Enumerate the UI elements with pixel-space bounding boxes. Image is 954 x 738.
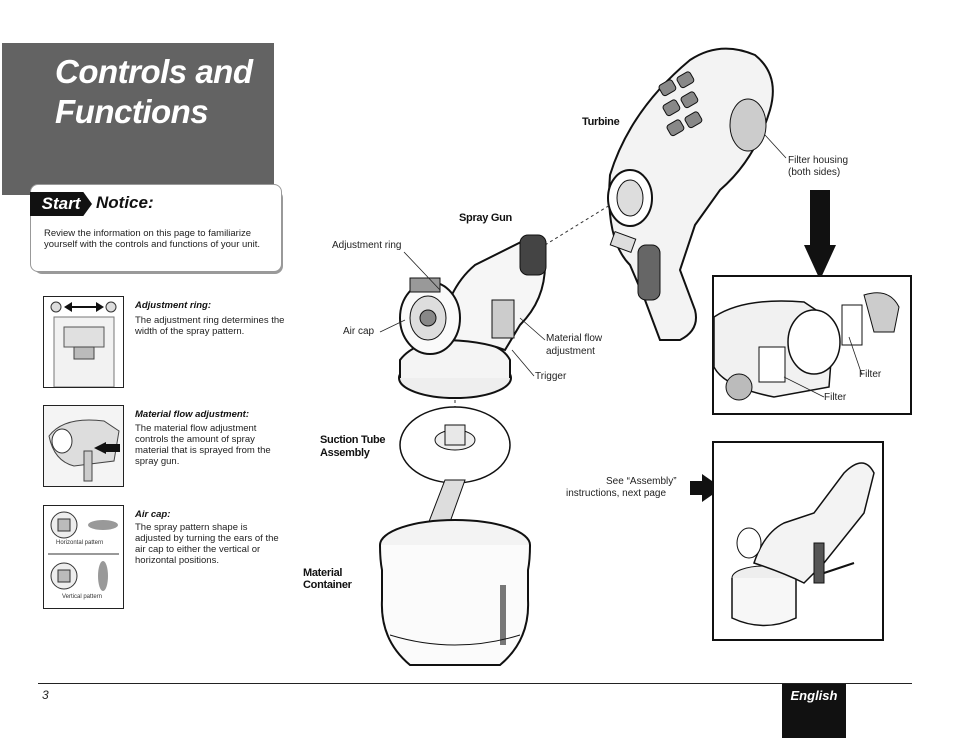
turbine-label: Turbine <box>582 116 620 128</box>
adjustment-ring-thumbnail <box>43 296 124 388</box>
air-cap-label: Air cap <box>343 326 375 337</box>
material-flow-title: Material flow adjustment: <box>135 409 250 420</box>
page-number: 3 <box>42 688 49 702</box>
filter-label-a: Filter <box>859 369 882 380</box>
filter-housing-label-line-1: Filter housing <box>788 155 849 166</box>
air-cap-thumbnail <box>43 505 124 609</box>
assembly-inset <box>712 441 884 641</box>
vertical-pattern-caption: Vertical pattern <box>62 594 103 600</box>
language-tab: English <box>782 684 846 738</box>
adjustment-ring-title: Adjustment ring: <box>135 300 211 311</box>
material-container-label-line-1: Material <box>303 567 343 579</box>
filter-housing-label-line-2: (both sides) <box>788 167 841 178</box>
see-assembly-line-2: instructions, next page <box>566 488 667 499</box>
filter-inset <box>712 275 912 415</box>
air-cap-title: Air cap: <box>135 509 171 520</box>
suction-tube-label-line-2: Assembly <box>320 447 370 459</box>
spray-gun-illustration <box>398 234 547 399</box>
page-title-line-2: Functions <box>55 93 209 130</box>
material-container-illustration <box>379 519 531 666</box>
sprayer-exploded-diagram <box>379 47 774 666</box>
adjustment-ring-body: The adjustment ring determines the width… <box>135 315 285 337</box>
material-container-label-line-2: Container <box>303 579 352 591</box>
trigger-label: Trigger <box>535 371 567 382</box>
material-flow-label-line-1: Material flow <box>546 333 603 344</box>
suction-tube-label-line-1: Suction Tube <box>320 434 386 446</box>
notice-heading: Notice: <box>96 193 154 212</box>
horizontal-pattern-caption: Horizontal pattern <box>56 540 104 546</box>
material-flow-label-line-2: adjustment <box>546 346 595 357</box>
spray-gun-label: Spray Gun <box>459 212 512 224</box>
start-tag: Start <box>30 192 92 216</box>
adjustment-ring-label: Adjustment ring <box>332 240 402 251</box>
turbine-illustration <box>607 47 774 341</box>
page-title: Controls and Functions <box>55 52 253 132</box>
air-cap-body: The spray pattern shape is adjusted by t… <box>135 522 279 566</box>
filter-label-b: Filter <box>824 392 847 403</box>
title-banner <box>2 43 274 195</box>
language-label: English <box>790 688 838 703</box>
page-title-line-1: Controls and <box>55 53 253 90</box>
material-flow-body: The material flow adjustment controls th… <box>135 423 271 467</box>
notice-body: Review the information on this page to f… <box>44 228 260 250</box>
see-assembly-line-1: See “Assembly” <box>606 476 677 487</box>
material-flow-thumbnail <box>43 405 124 487</box>
footer-divider <box>38 683 912 684</box>
